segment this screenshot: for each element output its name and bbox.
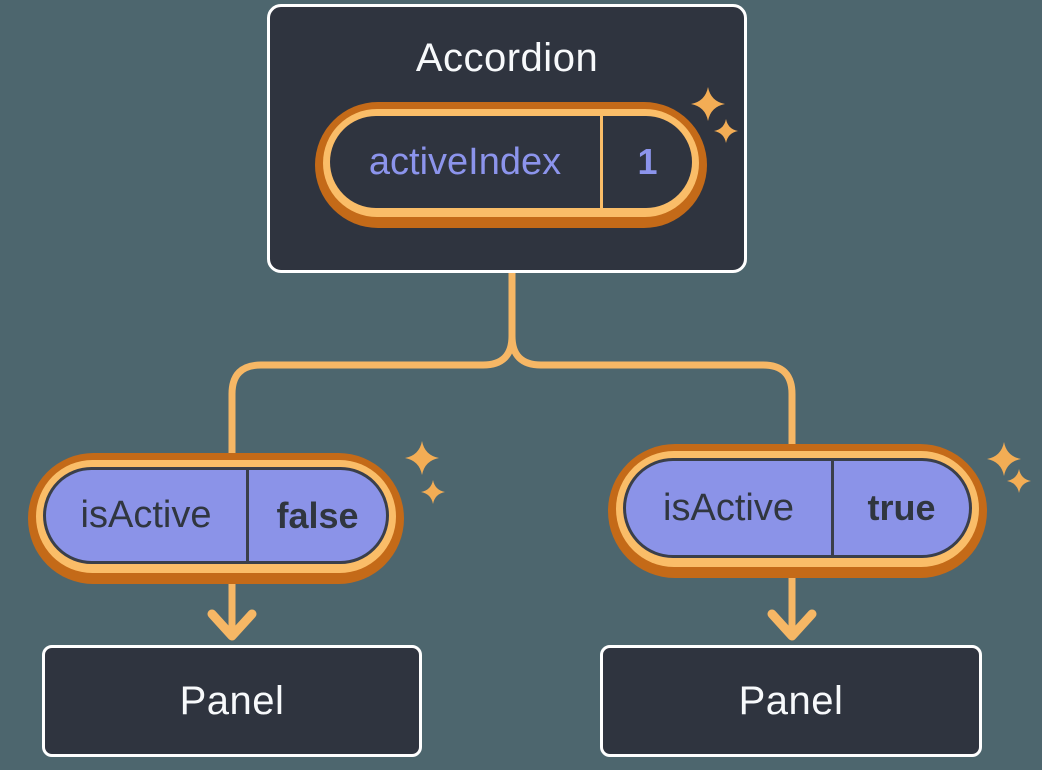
pill-divider <box>831 461 834 555</box>
prop-pill-ring: isActive true <box>616 451 979 567</box>
prop-pill-ring: isActive false <box>36 460 396 573</box>
state-label: activeIndex <box>368 140 562 183</box>
pill-divider <box>600 116 603 208</box>
panel-component-box-right: Panel <box>600 645 982 757</box>
prop-value: true <box>867 487 936 528</box>
arrow-down-icon <box>767 609 817 641</box>
sparkle-icon <box>1007 469 1031 493</box>
prop-pill-isactive-right: isActive true <box>608 444 987 578</box>
prop-label: isActive <box>80 494 212 536</box>
panel-component-box-left: Panel <box>42 645 422 757</box>
state-pill-ring: activeIndex 1 <box>323 109 699 217</box>
prop-pill-isactive-left: isActive false <box>28 453 404 584</box>
state-pill-activeindex: activeIndex 1 <box>315 102 707 228</box>
state-value: 1 <box>637 141 658 182</box>
panel-title: Panel <box>738 678 844 723</box>
sparkle-icon <box>405 441 439 475</box>
sparkle-icon <box>987 442 1021 476</box>
accordion-title: Accordion <box>415 36 599 80</box>
arrow-down-icon <box>207 609 257 641</box>
panel-title: Panel <box>179 678 285 723</box>
sparkle-icon <box>421 480 445 504</box>
prop-value: false <box>276 494 359 536</box>
prop-label: isActive <box>663 486 794 529</box>
